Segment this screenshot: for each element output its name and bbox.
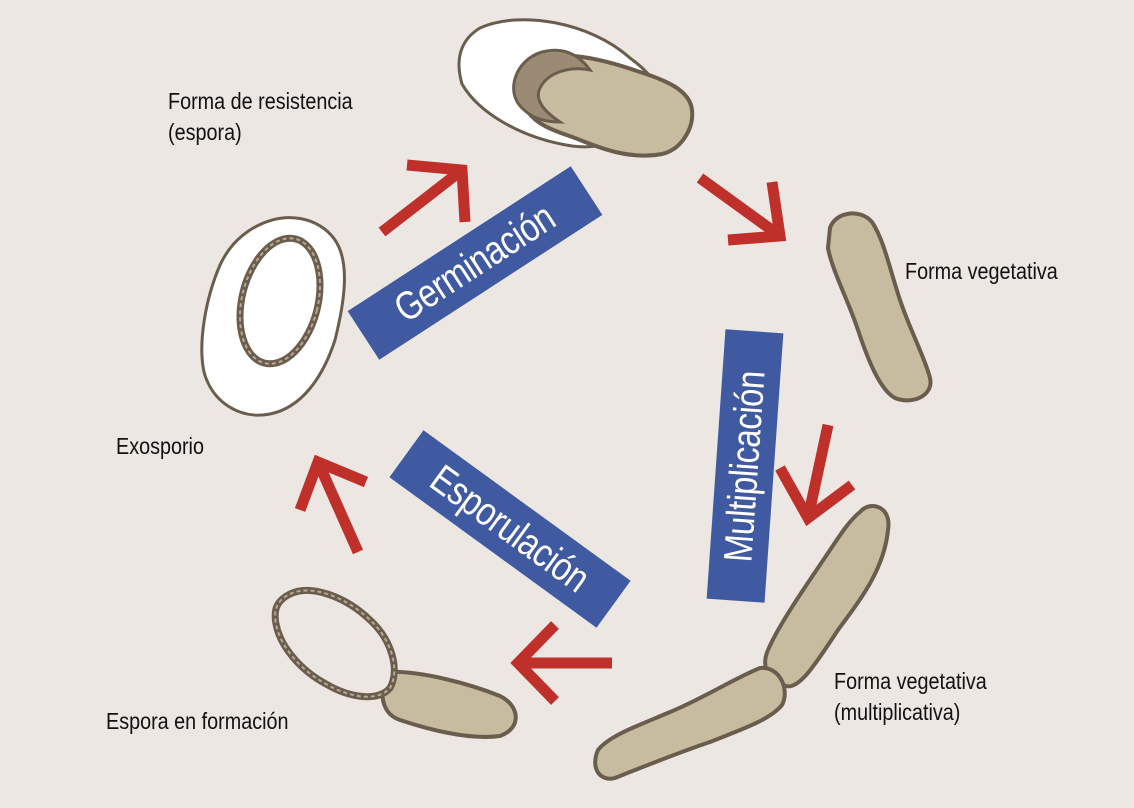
arrow-to-vegetative xyxy=(700,178,780,240)
label-forma-resistencia: Forma de resistencia (espora) xyxy=(168,86,353,148)
arrow-to-resistance xyxy=(382,165,465,232)
vegetative-cell xyxy=(828,213,930,400)
exosporium-spore xyxy=(202,218,345,415)
label-exosporio: Exosporio xyxy=(116,431,204,462)
label-forma-vegetativa: Forma vegetativa xyxy=(905,256,1058,287)
forming-spore xyxy=(275,590,516,736)
arrow-to-multiplicative xyxy=(780,425,852,518)
multiplicacion-label: Multiplicación xyxy=(716,369,774,563)
arrow-to-exosporium xyxy=(300,462,366,552)
label-espora-en-formacion: Espora en formación xyxy=(106,706,289,737)
germinating-spore xyxy=(459,20,692,156)
label-forma-vegetativa-multiplicativa: Forma vegetativa (multiplicativa) xyxy=(834,666,987,728)
arrow-to-forming-spore xyxy=(518,625,612,701)
